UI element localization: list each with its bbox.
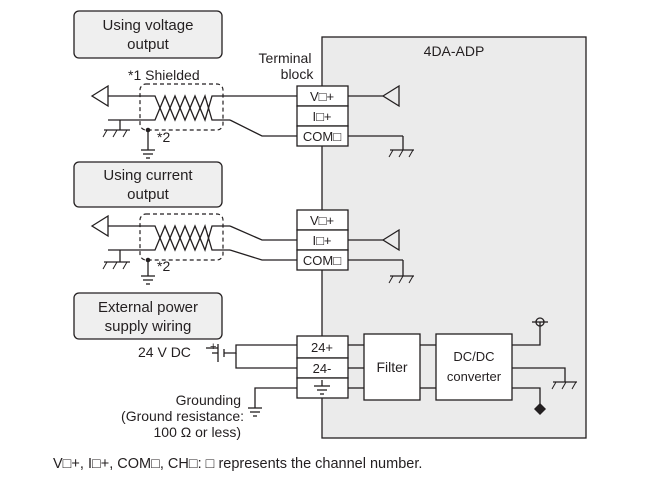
dc-supply-label: 24 V DC (138, 344, 191, 360)
terminal-label-i-2: I□+ (312, 233, 331, 248)
module-name-label: 4DA-ADP (424, 43, 485, 59)
external-power-label-2: supply wiring (105, 318, 192, 335)
terminal-label-com-2: COM□ (303, 253, 341, 268)
current-output-label-1: Using current (103, 167, 193, 184)
dcdc-label-1: DC/DC (453, 349, 494, 364)
shielded-cable (139, 83, 224, 131)
current-output-label-2: output (127, 186, 170, 203)
note2-label-1: *2 (157, 129, 170, 145)
filter-block (363, 333, 421, 401)
grounding-label-1: Grounding (176, 392, 241, 408)
voltage-output-box (73, 10, 223, 59)
filter-label: Filter (376, 359, 407, 375)
current-output-box (73, 161, 223, 208)
note2-label-2: *2 (157, 258, 170, 274)
terminal-block-label-1: Terminal (259, 50, 312, 66)
grounding-label-2: (Ground resistance: (121, 408, 244, 424)
dcdc-label-2: converter (447, 369, 502, 384)
shielded-cable (139, 213, 224, 261)
terminal-label-com-1: COM□ (303, 129, 341, 144)
internal-output-triangle-icon (381, 84, 400, 108)
input-triangle-icon (90, 84, 109, 108)
terminal-label-v-1: V□+ (310, 89, 334, 104)
terminal-label-24-plus: 24+ (311, 340, 333, 355)
external-power-box (73, 292, 223, 340)
plus-sign: + (210, 341, 216, 353)
external-power-label-1: External power (98, 299, 198, 316)
common-terminal-icon (534, 403, 546, 415)
voltage-output-label-1: Using voltage (103, 17, 194, 34)
terminal-block-label-2: block (281, 66, 315, 82)
grounding-label-3: 100 Ω or less) (154, 424, 242, 440)
shielded-label: *1 Shielded (128, 67, 200, 83)
input-triangle-icon (90, 214, 109, 238)
internal-output-triangle-icon (381, 228, 400, 252)
footnote: V□+, I□+, COM□, CH□: □ represents the ch… (53, 456, 422, 472)
terminal-label-24-minus: 24- (313, 361, 332, 376)
dcdc-converter-block (435, 333, 513, 401)
terminal-label-v-2: V□+ (310, 213, 334, 228)
terminal-label-i-1: I□+ (312, 109, 331, 124)
voltage-output-label-2: output (127, 36, 170, 53)
